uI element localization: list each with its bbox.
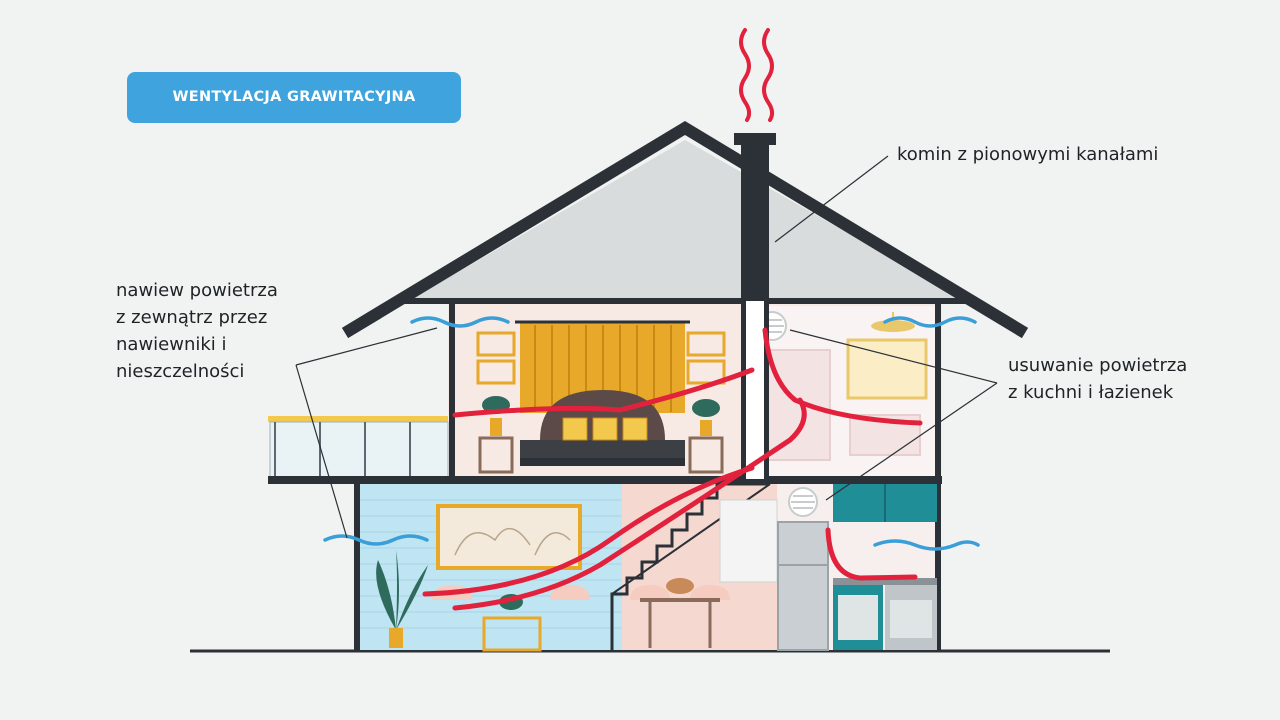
attic xyxy=(410,140,965,300)
title-badge: WENTYLACJA GRAWITACYJNA xyxy=(127,72,461,123)
fridge xyxy=(777,521,829,651)
label-air-exhaust-line: usuwanie powietrza xyxy=(1008,355,1188,376)
fresh-air-flow xyxy=(323,316,980,551)
label-air-intake: nawiew powietrza z zewnątrz przez nawiew… xyxy=(116,277,278,385)
label-air-intake-line: z zewnątrz przez xyxy=(116,307,268,328)
label-air-intake-line: nieszczelności xyxy=(116,361,245,382)
living-room-plant xyxy=(376,550,428,630)
wall-painting xyxy=(436,504,582,570)
label-air-exhaust: usuwanie powietrza z kuchni i łazienek xyxy=(1008,352,1187,406)
bed xyxy=(520,390,685,466)
label-air-exhaust-line: z kuchni i łazienek xyxy=(1008,382,1174,403)
label-chimney: komin z pionowymi kanałami xyxy=(897,144,1159,165)
leader-lines xyxy=(295,155,998,539)
label-air-intake-line: nawiew powietrza xyxy=(116,280,278,301)
warm-air-flow xyxy=(422,327,923,611)
vent-grille-lower xyxy=(788,487,818,517)
mid-floor xyxy=(268,476,942,484)
roof xyxy=(341,120,1029,339)
chimney-exhaust xyxy=(739,28,775,122)
balcony-rail xyxy=(268,416,448,422)
label-air-intake-line: nawiewniki i xyxy=(116,334,227,355)
